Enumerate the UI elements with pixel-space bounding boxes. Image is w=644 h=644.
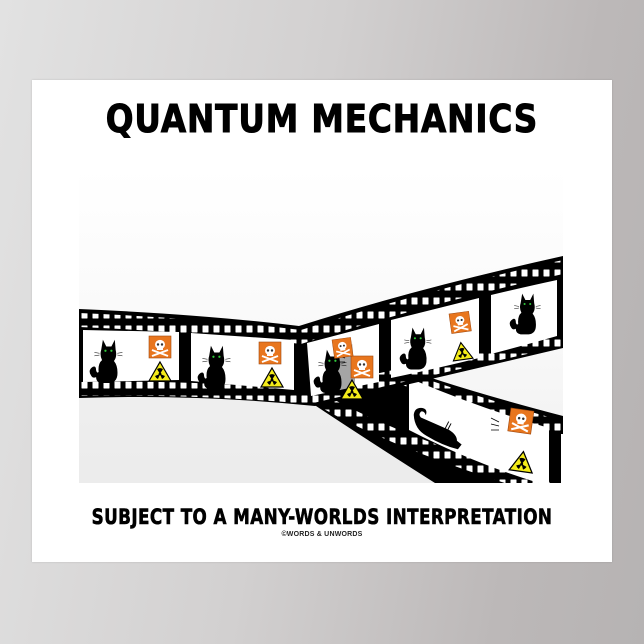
film-strip-artwork xyxy=(79,168,563,483)
film-strip-upper-branch xyxy=(79,256,563,406)
poster-subtitle: SUBJECT TO A MANY-WORLDS INTERPRETATION xyxy=(91,505,553,530)
copyright-notice: ©WORDS & UNWORDS xyxy=(281,531,363,538)
poster-title: QUANTUM MECHANICS xyxy=(105,97,539,142)
poster: QUANTUM MECHANICS xyxy=(32,80,612,562)
